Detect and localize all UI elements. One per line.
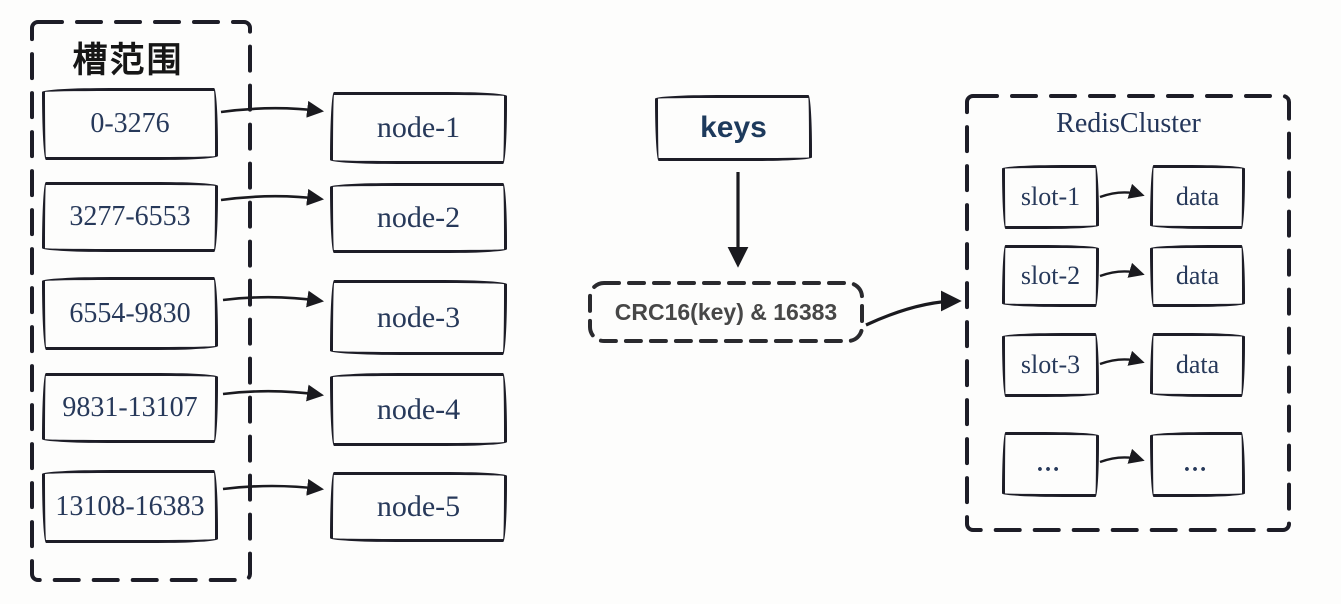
- cluster-data-label-1: data: [1175, 182, 1220, 211]
- slot-range-label-3: 6554-9830: [69, 297, 191, 329]
- cluster-data-box-4: …: [1150, 432, 1245, 497]
- node-label-2: node-2: [376, 201, 461, 234]
- cluster-data-label-4: …: [1183, 451, 1212, 477]
- hash-function-box: CRC16(key) & 16383: [590, 283, 862, 341]
- cluster-slot-label-1: slot-1: [1020, 182, 1081, 211]
- cluster-slot-box-2: slot-2: [1002, 245, 1099, 307]
- hash-function-label: CRC16(key) & 16383: [614, 298, 838, 325]
- arrow-slot5-to-node5: [222, 478, 325, 496]
- cluster-slot-label-4: …: [1036, 451, 1065, 477]
- arrow-slot4-to-node4: [222, 384, 325, 402]
- node-label-1: node-1: [376, 111, 461, 144]
- arrow-cluster-slot1-to-data: [1099, 183, 1145, 199]
- slot-range-label-2: 3277-6553: [69, 201, 191, 232]
- keys-label: keys: [700, 111, 767, 144]
- slot-range-label-1: 0-3276: [90, 108, 170, 139]
- slot-range-box-2: 3277-6553: [42, 182, 218, 252]
- node-label-4: node-4: [376, 392, 461, 426]
- cluster-data-box-1: data: [1150, 165, 1245, 229]
- arrow-cluster-slot3-to-data: [1099, 350, 1145, 366]
- cluster-data-label-2: data: [1175, 261, 1220, 290]
- arrow-cluster-slot2-to-data: [1099, 262, 1145, 278]
- node-box-3: node-3: [330, 280, 507, 355]
- cluster-data-label-3: data: [1175, 350, 1220, 379]
- arrow-hash-to-cluster: [865, 290, 962, 327]
- arrow-slot2-to-node2: [220, 188, 325, 206]
- arrow-cluster-dots-to-dots: [1099, 448, 1145, 464]
- cluster-slot-box-3: slot-3: [1002, 333, 1099, 397]
- slot-range-label-4: 9831-13107: [62, 392, 198, 423]
- node-box-2: node-2: [330, 183, 507, 253]
- node-box-5: node-5: [330, 472, 507, 542]
- slot-range-box-1: 0-3276: [42, 88, 218, 160]
- cluster-slot-label-3: slot-3: [1020, 350, 1081, 379]
- cluster-slot-box-4: …: [1002, 432, 1099, 497]
- keys-box: keys: [655, 95, 812, 161]
- node-label-3: node-3: [376, 300, 461, 334]
- node-box-1: node-1: [330, 92, 507, 164]
- arrow-slot3-to-node3: [222, 290, 325, 308]
- node-label-5: node-5: [376, 490, 461, 523]
- slot-range-box-4: 9831-13107: [42, 373, 218, 443]
- slot-range-panel-title: 槽范围: [72, 41, 184, 80]
- node-box-4: node-4: [330, 373, 507, 446]
- cluster-data-box-2: data: [1150, 245, 1245, 307]
- slot-range-label-5: 13108-16383: [55, 490, 205, 522]
- cluster-data-box-3: data: [1150, 333, 1245, 397]
- arrow-slot1-to-node1: [220, 100, 325, 118]
- slot-range-box-5: 13108-16383: [42, 470, 218, 543]
- redis-cluster-title: RedisCluster: [1056, 108, 1201, 139]
- cluster-slot-label-2: slot-2: [1020, 261, 1081, 290]
- slot-range-box-3: 6554-9830: [42, 277, 218, 350]
- cluster-slot-box-1: slot-1: [1002, 165, 1099, 229]
